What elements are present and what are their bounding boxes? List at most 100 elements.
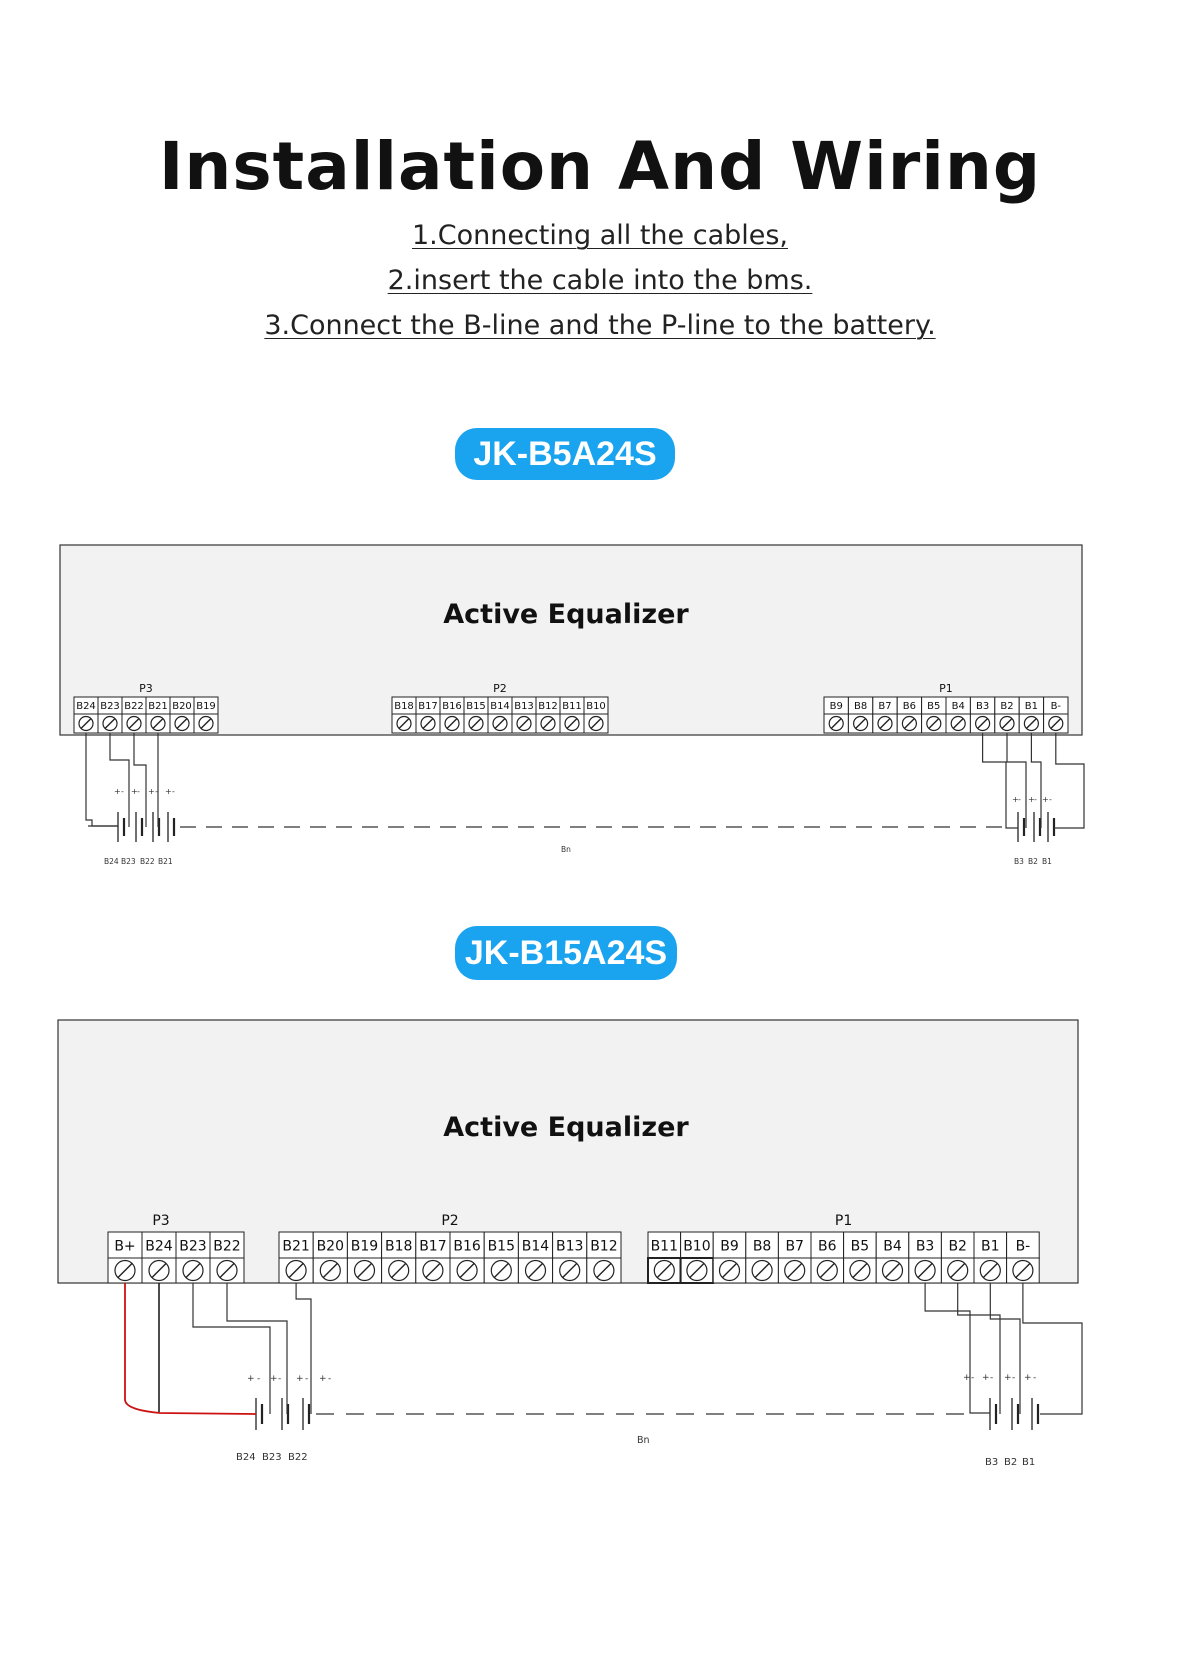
terminal-label: B19 — [196, 701, 216, 712]
connector-label-p2: P2 — [493, 682, 507, 695]
model-badge-b5a24s: JK-B5A24S — [455, 428, 675, 480]
screw-slot — [879, 718, 891, 729]
connector-label-p1: P1 — [939, 682, 953, 695]
screw-slot — [1001, 718, 1013, 729]
terminal-label: B11 — [651, 1239, 678, 1255]
terminal-label: B24 — [76, 701, 96, 712]
cell-label-b1: B1 — [1042, 857, 1052, 866]
terminal-b17 — [415, 1231, 451, 1259]
cell-label-b21: B21 — [158, 857, 173, 866]
screw-slot — [80, 718, 92, 729]
screw-slot — [518, 718, 530, 729]
terminal-b12 — [586, 1231, 622, 1259]
wire — [1054, 733, 1085, 829]
middle-cell-label: Bn — [637, 1435, 650, 1446]
polarity-mark: + — [270, 1374, 278, 1384]
terminal-label: B1 — [981, 1239, 1000, 1255]
terminal-label: B5 — [927, 701, 940, 712]
screw-slot — [952, 718, 964, 729]
screw-slot — [830, 718, 842, 729]
screw-slot — [391, 1263, 407, 1278]
connector-label-p1: P1 — [835, 1213, 852, 1229]
terminal-label: B11 — [562, 701, 582, 712]
terminal-b5 — [843, 1231, 877, 1259]
cell-label-b1: B1 — [1022, 1457, 1035, 1468]
polarity-mark: - — [257, 1374, 260, 1384]
terminal-b24 — [141, 1231, 177, 1259]
wire — [989, 1283, 1021, 1414]
screw-slot — [176, 718, 188, 729]
terminal-label: B12 — [538, 701, 558, 712]
polarity-mark: - — [1012, 1373, 1015, 1383]
terminal-label: B18 — [394, 701, 414, 712]
wire — [109, 733, 130, 827]
model-badge-b15a24s: JK-B15A24S — [455, 926, 677, 980]
middle-cell-label: Bn — [561, 845, 571, 854]
terminal-label: B20 — [172, 701, 192, 712]
page-title: Installation And Wiring — [158, 128, 1042, 205]
wire — [85, 733, 118, 827]
terminal-b9 — [712, 1231, 747, 1259]
terminal-label: B3 — [976, 701, 989, 712]
polarity-mark: - — [278, 1374, 281, 1384]
terminal-label: B17 — [419, 1239, 446, 1255]
terminal-label: B8 — [753, 1239, 772, 1255]
terminal-label: B3 — [916, 1239, 935, 1255]
instruction-step-1: 1.Connecting all the cables, — [411, 220, 789, 251]
screw-slot — [528, 1263, 543, 1278]
screw-slot — [104, 718, 116, 729]
polarity-mark: + — [114, 787, 121, 796]
screw-slot — [185, 1263, 201, 1278]
screw-slot — [566, 718, 578, 729]
screw-slot — [562, 1263, 578, 1278]
cell-label-b2: B2 — [1028, 857, 1038, 866]
polarity-mark: + — [296, 1374, 304, 1384]
cell-label-b22: B22 — [140, 857, 155, 866]
screw-slot — [470, 718, 482, 729]
terminal-label: B4 — [883, 1239, 902, 1255]
screw-slot — [885, 1263, 900, 1278]
connector-label-p3: P3 — [139, 682, 153, 695]
terminal-label: B18 — [385, 1239, 412, 1255]
screw-slot — [656, 1263, 672, 1278]
terminal-label: B22 — [213, 1239, 240, 1255]
polarity-mark: - — [971, 1373, 974, 1383]
terminal-label: B13 — [556, 1239, 583, 1255]
terminal-label: B23 — [179, 1239, 206, 1255]
terminal-b13 — [552, 1231, 588, 1259]
terminal-bminus — [1006, 1231, 1040, 1259]
terminal-label: B- — [1051, 701, 1062, 712]
terminal-label: B21 — [148, 701, 168, 712]
screw-slot — [288, 1263, 304, 1278]
connector-label-p2: P2 — [441, 1213, 458, 1229]
terminal-label: B6 — [818, 1239, 837, 1255]
connector-label-p3: P3 — [152, 1213, 169, 1229]
screw-slot — [904, 718, 915, 729]
wire — [133, 733, 147, 827]
terminal-b22 — [209, 1231, 245, 1259]
terminal-label: B22 — [124, 701, 144, 712]
polarity-mark: - — [121, 787, 124, 796]
polarity-mark: - — [137, 787, 140, 796]
polarity-mark: - — [305, 1374, 308, 1384]
terminal-b1 — [973, 1231, 1008, 1259]
screw-slot — [928, 718, 940, 729]
terminal-label: B15 — [488, 1239, 515, 1255]
terminal-label: B9 — [720, 1239, 739, 1255]
polarity-mark: + — [1024, 1373, 1032, 1383]
screw-slot — [819, 1263, 835, 1278]
terminal-label: B24 — [145, 1239, 173, 1255]
screw-slot — [917, 1263, 933, 1278]
screw-slot — [200, 718, 212, 729]
polarity-mark: - — [990, 1373, 993, 1383]
screw-slot — [1050, 718, 1062, 729]
screw-slot — [459, 1263, 475, 1278]
screw-slot — [950, 1263, 966, 1278]
terminal-label: B2 — [948, 1239, 967, 1255]
polarity-mark: - — [328, 1374, 331, 1384]
terminal-label: B20 — [317, 1239, 344, 1255]
terminal-label: B23 — [100, 701, 120, 712]
screw-slot — [493, 1263, 509, 1278]
instruction-step-2: 2.insert the cable into the bms. — [387, 265, 813, 296]
